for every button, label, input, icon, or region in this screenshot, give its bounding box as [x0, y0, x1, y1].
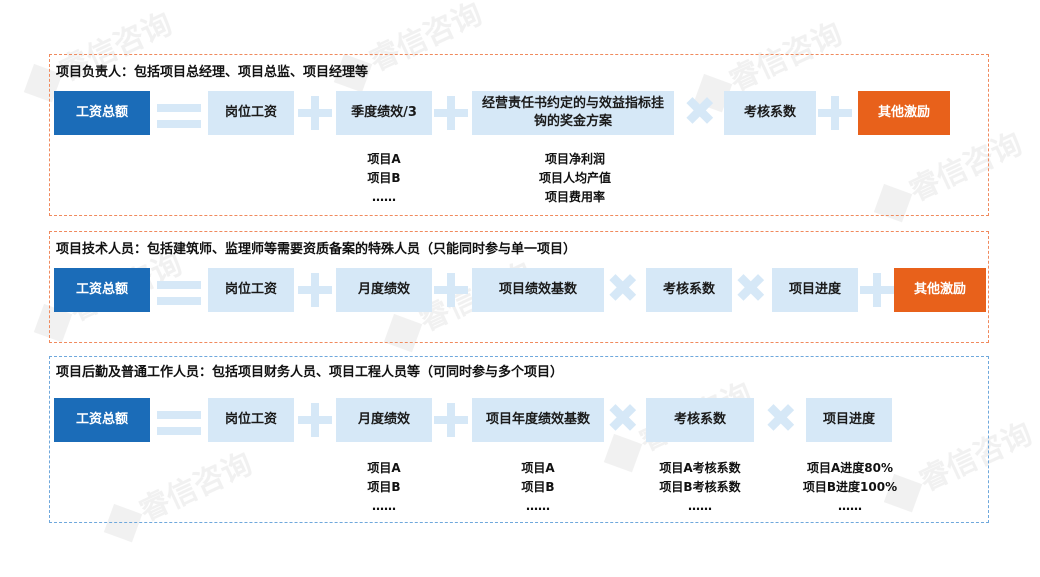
note-list: 项目A 项目B ……: [498, 459, 578, 516]
note-item: 项目B进度100%: [802, 480, 898, 494]
note-item: 项目B: [367, 480, 401, 494]
assessment-coefficient-box: 考核系数: [646, 398, 754, 442]
multiply-icon: ✖: [764, 396, 798, 442]
monthly-performance-box: 月度绩效: [336, 268, 432, 312]
section-support-staff: [49, 356, 989, 523]
bonus-plan-box: 经营责任书约定的与效益指标挂钩的奖金方案: [472, 91, 674, 135]
note-item: ……: [688, 499, 712, 513]
plus-icon: [298, 96, 332, 130]
equals-icon: [157, 403, 201, 437]
note-list: 项目A 项目B ……: [344, 150, 424, 207]
plus-icon: [434, 273, 468, 307]
note-item: 项目A: [367, 461, 401, 475]
note-list: 项目A 项目B ……: [344, 459, 424, 516]
note-item: 项目B: [521, 480, 555, 494]
other-incentives-box: 其他激励: [858, 91, 950, 135]
project-progress-box: 项目进度: [806, 398, 892, 442]
note-item: 项目A进度80%: [806, 461, 893, 475]
position-salary-box: 岗位工资: [208, 398, 294, 442]
note-item: 项目人均产值: [538, 171, 611, 185]
total-salary-box: 工资总额: [54, 91, 150, 135]
monthly-performance-box: 月度绩效: [336, 398, 432, 442]
assessment-coefficient-box: 考核系数: [646, 268, 732, 312]
note-item: ……: [838, 499, 862, 513]
plus-icon: [818, 96, 852, 130]
note-item: 项目净利润: [544, 152, 605, 166]
plus-icon: [434, 403, 468, 437]
note-item: 项目A: [521, 461, 555, 475]
multiply-icon: ✖: [734, 266, 768, 312]
multiply-icon: ✖: [606, 266, 640, 312]
section-title: 项目负责人：包括项目总经理、项目总监、项目经理等: [56, 65, 369, 80]
section-project-leader: [49, 54, 989, 216]
note-item: ……: [372, 499, 396, 513]
section-title: 项目后勤及普通工作人员：包括项目财务人员、项目工程人员等（可同时参与多个项目）: [56, 365, 564, 380]
quarterly-performance-box: 季度绩效/3: [336, 91, 432, 135]
plus-icon: [434, 96, 468, 130]
note-item: ……: [372, 190, 396, 204]
position-salary-box: 岗位工资: [208, 91, 294, 135]
note-list: 项目A进度80% 项目B进度100% ……: [790, 459, 910, 516]
note-item: 项目B考核系数: [659, 480, 741, 494]
equals-icon: [157, 96, 201, 130]
total-salary-box: 工资总额: [54, 398, 150, 442]
plus-icon: [298, 273, 332, 307]
project-progress-box: 项目进度: [772, 268, 858, 312]
other-incentives-box: 其他激励: [894, 268, 986, 312]
note-item: 项目A考核系数: [659, 461, 741, 475]
position-salary-box: 岗位工资: [208, 268, 294, 312]
note-list: 项目A考核系数 项目B考核系数 ……: [640, 459, 760, 516]
assessment-coefficient-box: 考核系数: [724, 91, 816, 135]
project-performance-base-box: 项目绩效基数: [472, 268, 604, 312]
total-salary-box: 工资总额: [54, 268, 150, 312]
multiply-icon: ✖: [683, 89, 717, 135]
plus-icon: [860, 273, 894, 307]
section-technical-staff: [49, 231, 989, 343]
annual-performance-base-box: 项目年度绩效基数: [472, 398, 604, 442]
multiply-icon: ✖: [606, 396, 640, 442]
note-item: 项目B: [367, 171, 401, 185]
plus-icon: [298, 403, 332, 437]
equals-icon: [157, 273, 201, 307]
note-list: 项目净利润 项目人均产值 项目费用率: [505, 150, 645, 207]
note-item: 项目费用率: [544, 190, 605, 204]
note-item: 项目A: [367, 152, 401, 166]
section-title: 项目技术人员：包括建筑师、监理师等需要资质备案的特殊人员（只能同时参与单一项目）: [56, 242, 577, 257]
note-item: ……: [526, 499, 550, 513]
